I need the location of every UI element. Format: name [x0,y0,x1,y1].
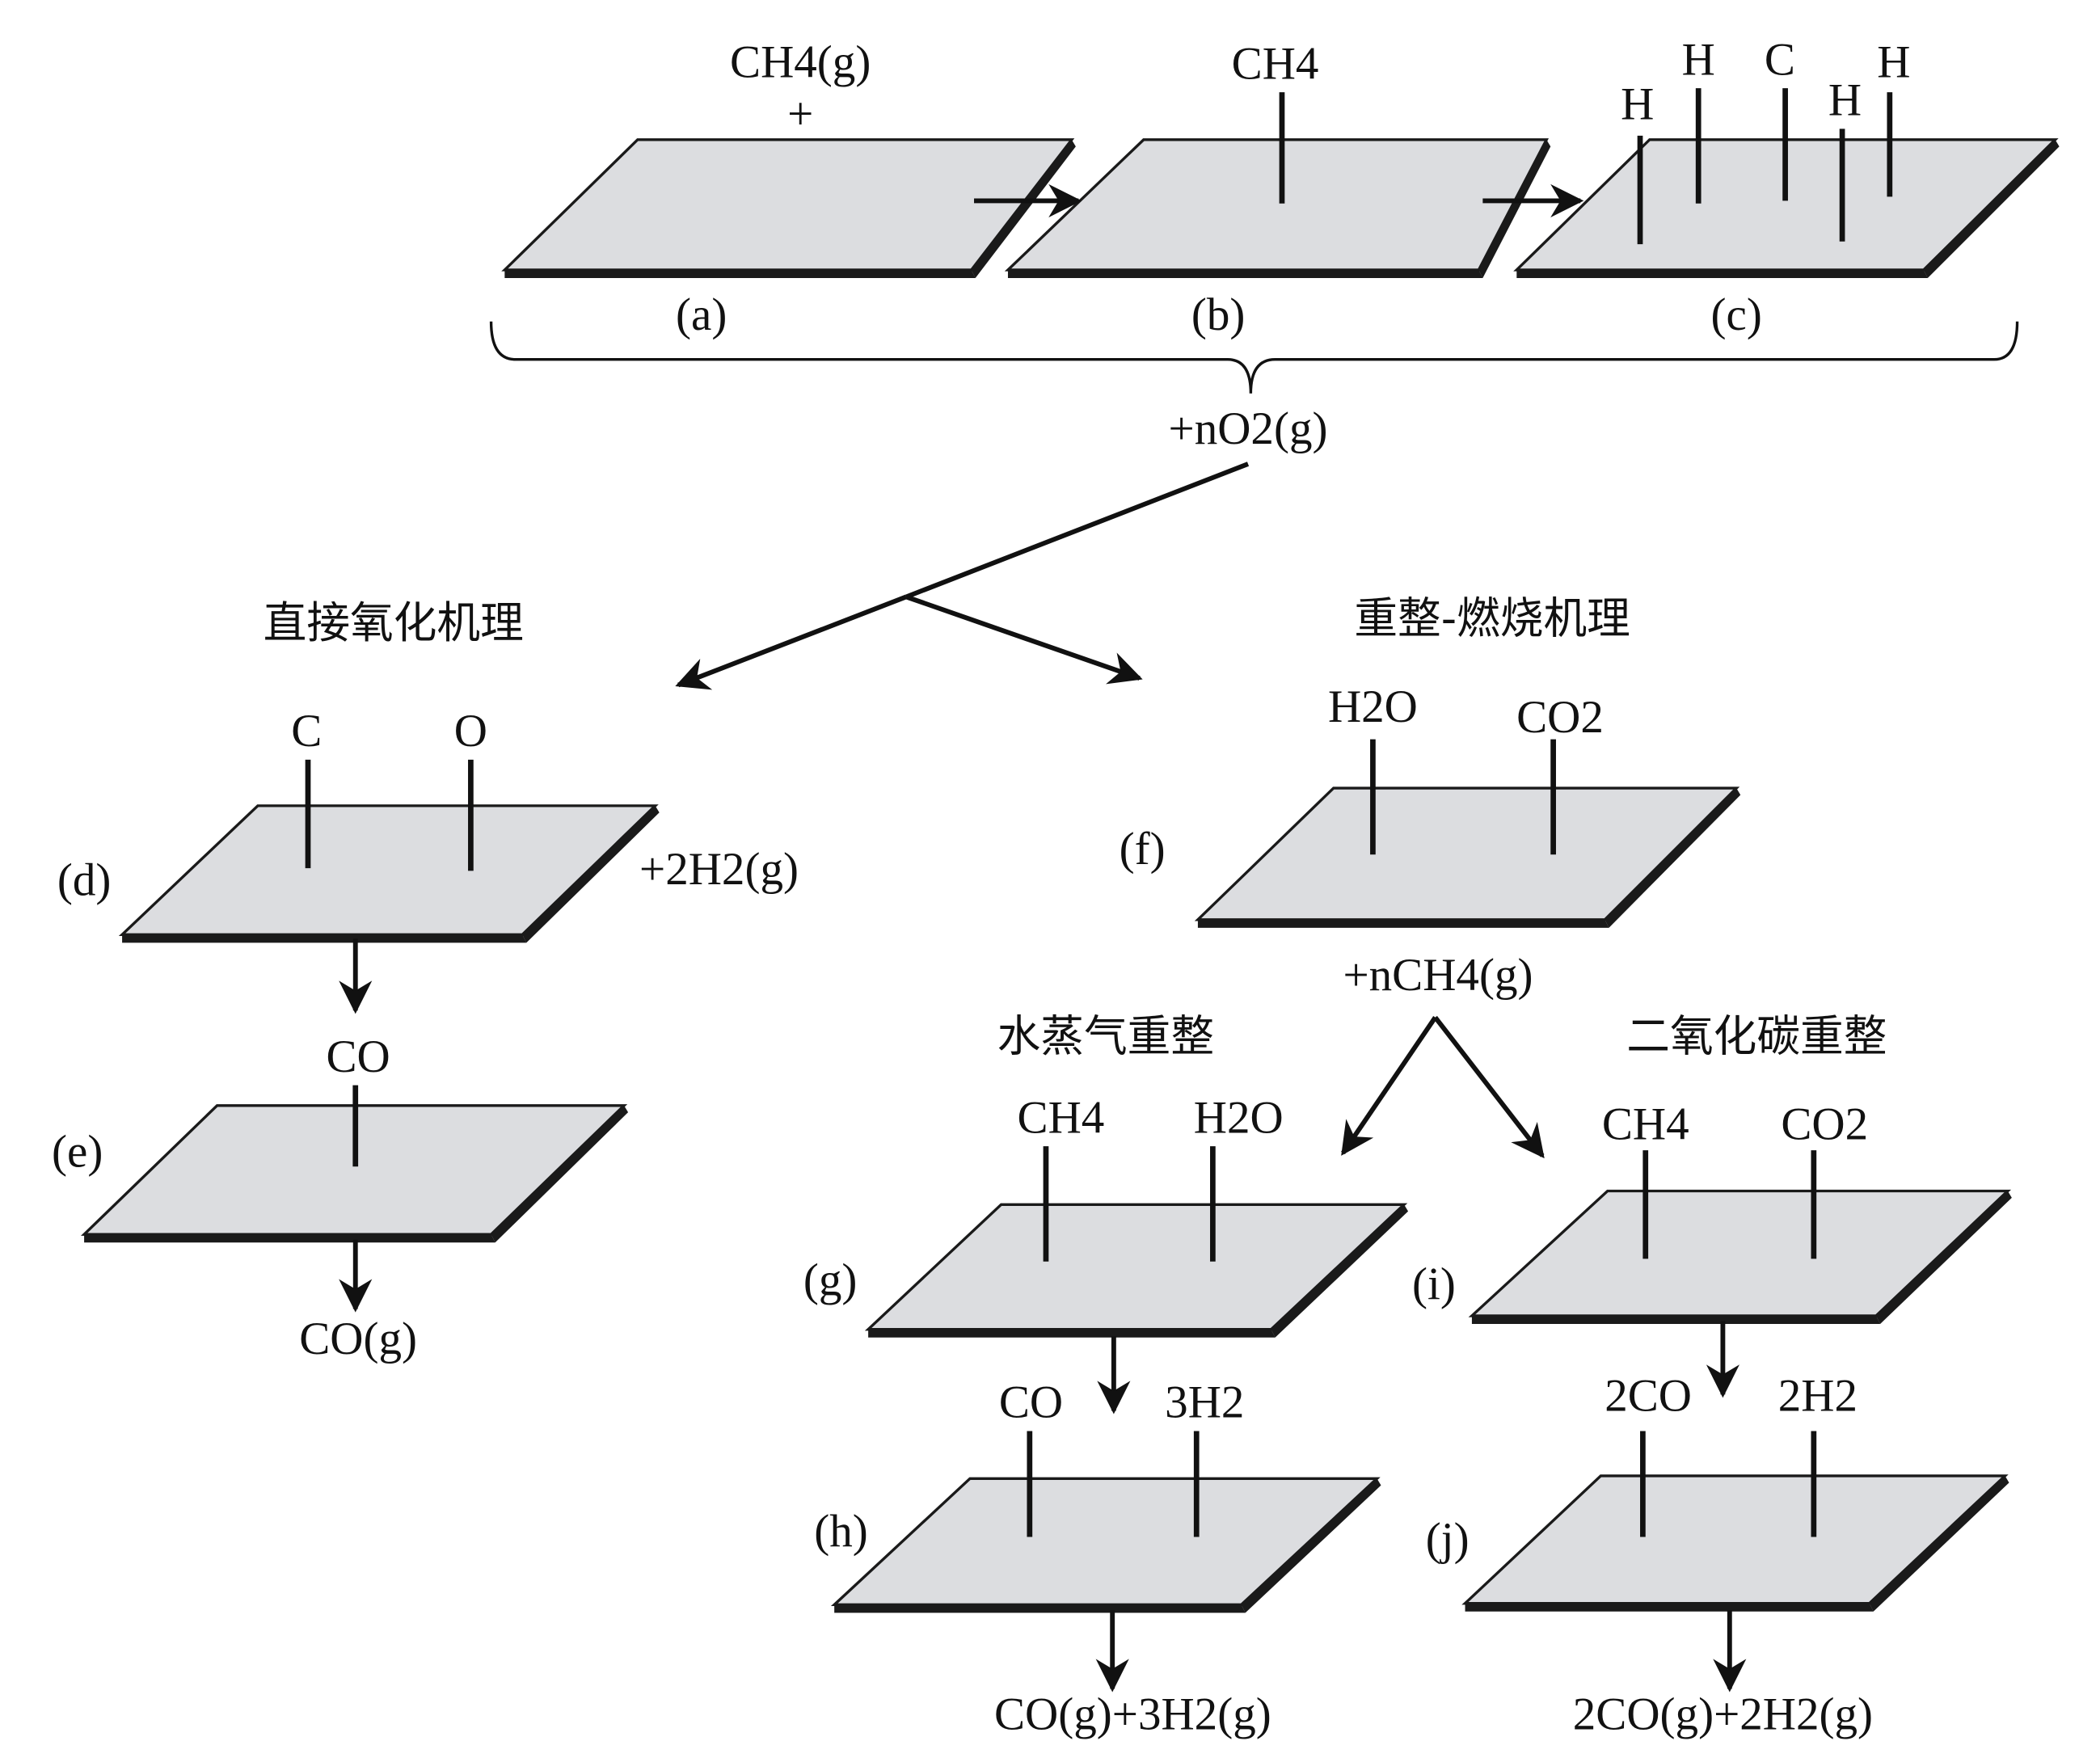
species-label: 3H2 [1165,1377,1244,1428]
plate-front-edge [84,1234,495,1243]
steam-reforming-title: 水蒸气重整 [997,1011,1214,1062]
panel-label-b: (b) [1191,289,1246,340]
plate-side-edge [522,805,660,943]
species-label: 2H2 [1778,1370,1858,1421]
species-label: C [291,706,322,757]
panel-label-i: (i) [1412,1259,1456,1310]
plate-front-edge [122,934,527,943]
plate-front-edge [868,1329,1276,1338]
dissociated-atom-label: H [1877,37,1910,88]
plate-surface [864,1203,1408,1331]
plate-h [830,1477,1381,1613]
panel-label-g: (g) [803,1255,858,1306]
adsorbed-methane-label: CH4 [1232,38,1319,89]
plate-surface [118,804,659,936]
plate-side-edge [1271,1204,1409,1338]
reforming-combustion-title: 重整-燃烧机理 [1354,593,1630,644]
plate-b [1004,138,1551,279]
plate-surface [1194,786,1740,921]
plate-surface [830,1477,1381,1607]
plate-e [80,1104,629,1243]
plate-g [864,1203,1409,1338]
plate-side-edge [1869,1475,2009,1612]
plate-f [1194,786,1741,928]
hydrogen-release-label: +2H2(g) [639,844,799,895]
plate-side-edge [1923,139,2060,279]
panel-label-e: (e) [52,1126,103,1177]
species-label: 2CO [1605,1370,1692,1421]
species-label: CH4 [1602,1099,1689,1150]
species-label: CH4 [1018,1092,1105,1143]
plate-front-edge [834,1604,1246,1613]
arrow [675,594,908,690]
species-label: H2O [1194,1092,1284,1143]
plate-a [501,138,1076,279]
grouping-brace [489,321,2019,394]
arrow [1341,1016,1438,1156]
panel-label-a: (a) [676,289,727,340]
plate-j [1461,1474,2009,1612]
gas-methane-label: CH4(g) [730,37,871,88]
species-label: H2O [1328,681,1418,732]
panel-label-h: (h) [814,1506,868,1557]
steam-reforming-product-label: CO(g)+3H2(g) [994,1689,1271,1740]
species-label: O [454,706,487,757]
dissociated-atom-label: H [1621,79,1654,130]
plate-side-edge [971,139,1076,279]
dissociated-atom-label: C [1765,34,1795,85]
plate-i [1468,1189,2012,1324]
plate-surface [1468,1189,2012,1317]
plate-front-edge [1465,1603,1874,1612]
species-label: CO [326,1031,390,1082]
dissociated-atom-label: H [1682,34,1715,85]
arrow [1433,1015,1545,1159]
panel-label-f: (f) [1120,824,1166,875]
panel-label-j: (j) [1426,1514,1470,1565]
connector-line [905,462,1250,600]
panel-label-c: (c) [1711,289,1762,340]
direct-oxidation-title: 直接氧化机理 [264,597,524,648]
arrow [905,594,1143,685]
species-label: CO [999,1377,1063,1428]
plate-side-edge [1241,1478,1381,1613]
plate-side-edge [491,1105,629,1243]
plate-front-edge [1516,269,1928,279]
co-product-label: CO(g) [299,1313,417,1364]
plate-c [1513,138,2060,279]
plate-surface [1461,1474,2009,1605]
species-label: CO2 [1781,1099,1868,1150]
panel-label-d: (d) [57,855,112,906]
dry-reforming-title: 二氧化碳重整 [1626,1011,1887,1062]
dissociated-atom-label: H [1828,75,1862,126]
plate-surface [1004,138,1550,272]
plate-front-edge [1197,919,1609,928]
plate-front-edge [1007,269,1483,279]
methane-addition-label: +nCH4(g) [1343,950,1533,1001]
plus-sign: + [787,88,813,139]
plate-side-edge [1876,1191,2012,1324]
plate-side-edge [1478,139,1551,279]
species-label: CO2 [1516,692,1604,743]
plate-side-edge [1605,788,1741,928]
oxygen-addition-label: +nO2(g) [1169,403,1328,454]
plate-d [118,804,660,943]
plate-front-edge [504,269,976,279]
dry-reforming-product-label: 2CO(g)+2H2(g) [1573,1689,1873,1740]
plate-front-edge [1471,1315,1881,1324]
